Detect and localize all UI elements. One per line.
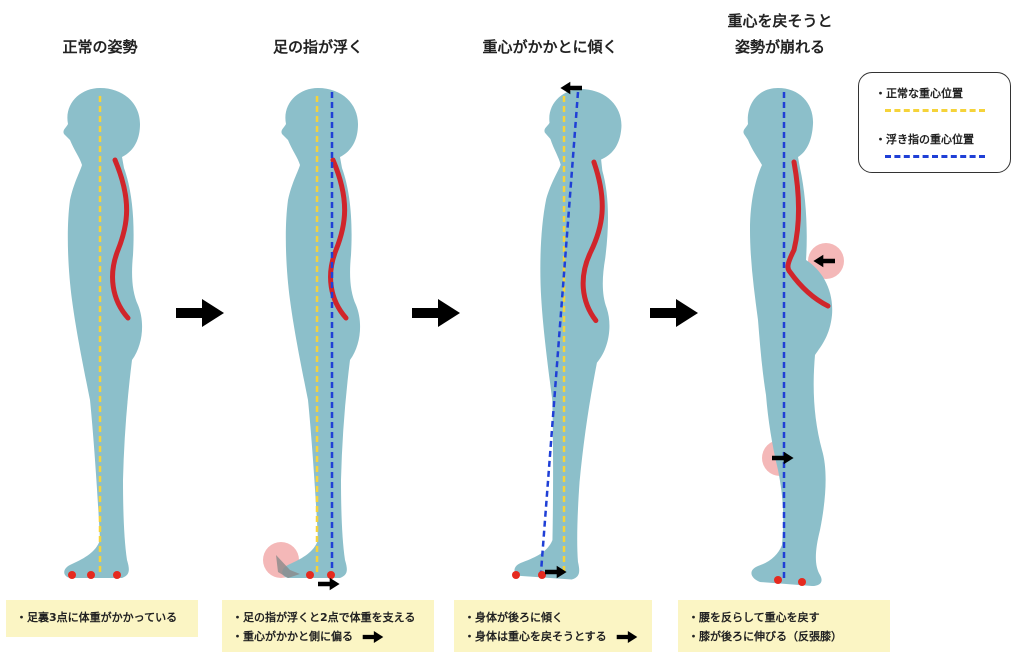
panel-4-title-line-2: 姿勢が崩れる: [734, 38, 825, 56]
contact-point: [87, 571, 95, 579]
panel-3-title: 重心がかかとに傾く: [482, 38, 618, 56]
right-arrow-icon: [362, 631, 384, 643]
panel-4-title-line-1: 重心を戻そうと: [727, 12, 833, 30]
contact-point: [327, 571, 335, 579]
note-line: ・膝が後ろに伸びる（反張膝）: [688, 630, 842, 643]
spine-curve: [328, 157, 349, 321]
toe-lifted: [276, 555, 300, 578]
figure-1: [63, 88, 143, 579]
note-line: ・身体は重心を戻そうとする: [464, 630, 607, 643]
panel-4-title: 重心を戻そうと 姿勢が崩れる: [680, 8, 880, 60]
figure-2: [263, 88, 361, 591]
note-line: ・腰を反らして重心を戻す: [688, 611, 820, 624]
contact-point: [798, 578, 806, 586]
note-line: ・身体が後ろに傾く: [464, 611, 563, 624]
legend-normal-label: ・正常な重心位置: [875, 87, 963, 100]
body-silhouette: [743, 88, 833, 586]
figure-4: [743, 88, 844, 586]
contact-point: [512, 571, 520, 579]
panel-3-note: ・身体が後ろに傾く ・身体は重心を戻そうとする: [454, 600, 652, 652]
legend-floating-line: [885, 155, 985, 158]
right-arrow-icon: [318, 577, 340, 591]
contact-point: [306, 571, 314, 579]
floating-center-line: [539, 91, 580, 573]
panel-2-note: ・足の指が浮くと2点で体重を支える ・重心がかかと側に偏る: [222, 600, 434, 652]
legend-normal-line: [885, 109, 985, 112]
right-arrow-icon: [176, 299, 224, 327]
spine-curve: [110, 157, 131, 321]
note-line-with-arrow: ・身体は重心を戻そうとする: [464, 627, 642, 646]
contact-point: [113, 571, 121, 579]
figure-3: [512, 81, 626, 581]
spine-curve: [785, 159, 831, 309]
contact-point: [774, 576, 782, 584]
right-arrow-icon: [650, 299, 698, 327]
note-line: ・重心がかかと側に偏る: [232, 630, 353, 643]
note-line-with-arrow: ・重心がかかと側に偏る: [232, 627, 424, 646]
spine-curve: [580, 159, 605, 324]
note-line: ・足裏3点に体重がかかっている: [16, 611, 178, 624]
right-arrow-icon: [412, 299, 460, 327]
panel-1-note: ・足裏3点に体重がかかっている: [6, 600, 198, 637]
panel-1-title: 正常の姿勢: [62, 38, 138, 56]
note-line: ・足の指が浮くと2点で体重を支える: [232, 611, 416, 624]
legend-box: ・正常な重心位置 ・浮き指の重心位置: [858, 72, 1011, 173]
panel-2-title: 足の指が浮く: [272, 38, 363, 56]
contact-point: [68, 571, 76, 579]
right-arrow-icon: [616, 631, 637, 643]
panel-4-note: ・腰を反らして重心を戻す ・膝が後ろに伸びる（反張膝）: [678, 600, 890, 652]
legend-floating-label: ・浮き指の重心位置: [875, 133, 974, 146]
contact-point: [538, 571, 546, 579]
